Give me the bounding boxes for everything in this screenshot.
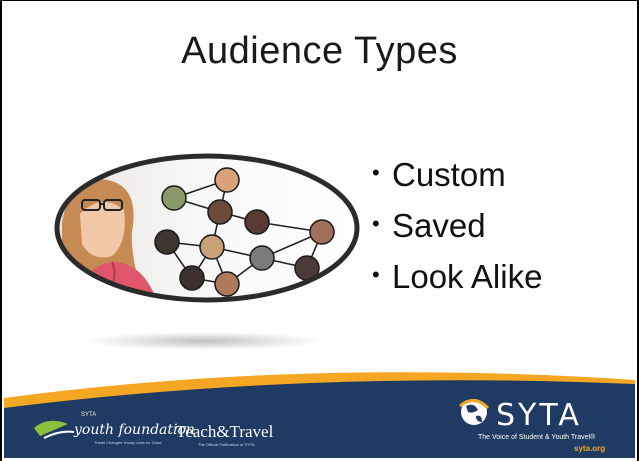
foundation-name: youth foundation bbox=[74, 422, 195, 438]
ellipse-border bbox=[54, 153, 360, 303]
leaf-swoosh-icon bbox=[34, 420, 75, 439]
bullet-text: Custom bbox=[392, 156, 506, 193]
bullet-item: • Look Alike bbox=[372, 250, 542, 301]
ellipse-shadow bbox=[86, 332, 322, 350]
slide: Audience Types bbox=[4, 2, 635, 458]
slide-title: Audience Types bbox=[181, 30, 458, 72]
bullet-item: • Saved bbox=[372, 199, 542, 250]
syta-url: syta.org bbox=[574, 444, 606, 453]
bullet-item: • Custom bbox=[372, 148, 542, 199]
bullet-list: • Custom • Saved • Look Alike bbox=[372, 148, 542, 301]
bullet-dot: • bbox=[372, 211, 380, 236]
globe-icon bbox=[459, 399, 490, 425]
foundation-tagline: Travel Changes Young Lives for Good bbox=[94, 440, 162, 445]
top-border bbox=[0, 0, 639, 1]
foundation-prefix: SYTA bbox=[81, 412, 97, 418]
bullet-dot: • bbox=[372, 262, 380, 287]
teach-travel-logo: Teach&Travel bbox=[176, 422, 274, 441]
syta-tagline: The Voice of Student & Youth Travel® bbox=[478, 434, 596, 441]
bullet-text: Look Alike bbox=[392, 258, 543, 295]
footer-banner bbox=[4, 372, 635, 458]
audience-network-illustration bbox=[54, 153, 360, 303]
bullet-text: Saved bbox=[392, 207, 486, 244]
syta-logo-text: SYTA bbox=[496, 398, 582, 433]
network-nodes bbox=[154, 167, 335, 297]
bullet-dot: • bbox=[372, 160, 380, 185]
teach-travel-subtitle: The Official Publication of SYTA bbox=[198, 442, 255, 447]
